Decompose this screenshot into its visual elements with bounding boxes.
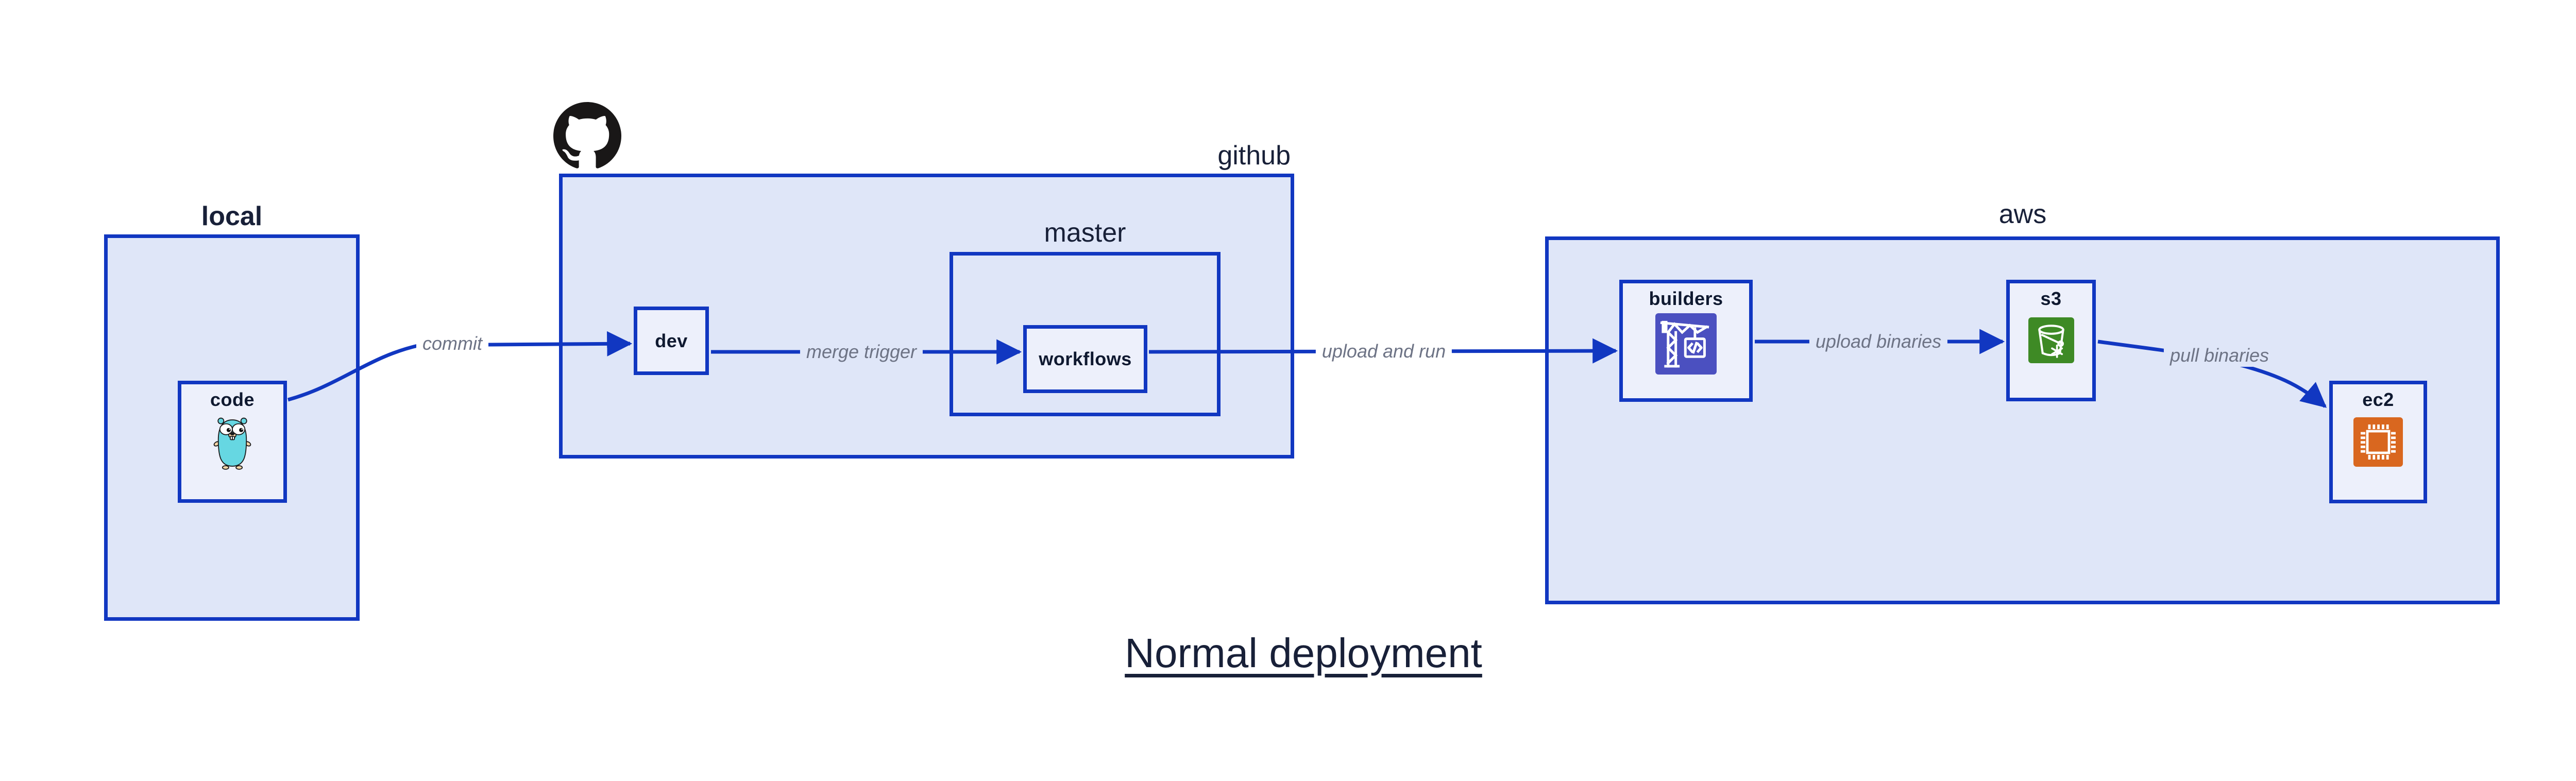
node-label-code: code: [210, 389, 255, 410]
codebuild-crane-icon: [1655, 313, 1717, 375]
node-label-ec2: ec2: [2362, 389, 2394, 410]
go-gopher-icon: [213, 416, 252, 470]
ec2-chip-icon: [2353, 417, 2403, 467]
node-label-builders: builders: [1649, 288, 1723, 309]
node-builders: builders: [1619, 280, 1753, 402]
group-title-local: local: [201, 201, 263, 231]
group-title-aws: aws: [1998, 199, 2047, 229]
github-octocat-icon: [553, 102, 621, 170]
group-title-master: master: [1044, 218, 1126, 248]
edge-label-upload-and-run: upload and run: [1315, 340, 1452, 363]
group-title-github: github: [1217, 141, 1291, 171]
node-dev: dev: [634, 307, 709, 375]
edge-label-pull-binaries: pull binaries: [2163, 344, 2276, 367]
node-label-s3: s3: [2040, 288, 2062, 309]
node-ec2: ec2: [2329, 381, 2427, 503]
node-label-workflows: workflows: [1039, 348, 1132, 370]
s3-bucket-snowflake-icon: [2028, 317, 2074, 363]
edge-label-commit: commit: [416, 332, 488, 355]
edge-label-merge-trigger: merge trigger: [800, 341, 923, 363]
node-code: code: [178, 381, 287, 503]
node-label-dev: dev: [655, 330, 688, 351]
node-workflows: workflows: [1023, 325, 1147, 393]
edge-label-upload-binaries: upload binaries: [1809, 330, 1948, 353]
diagram-title: Normal deployment: [1125, 630, 1482, 676]
node-s3: s3: [2006, 280, 2096, 401]
